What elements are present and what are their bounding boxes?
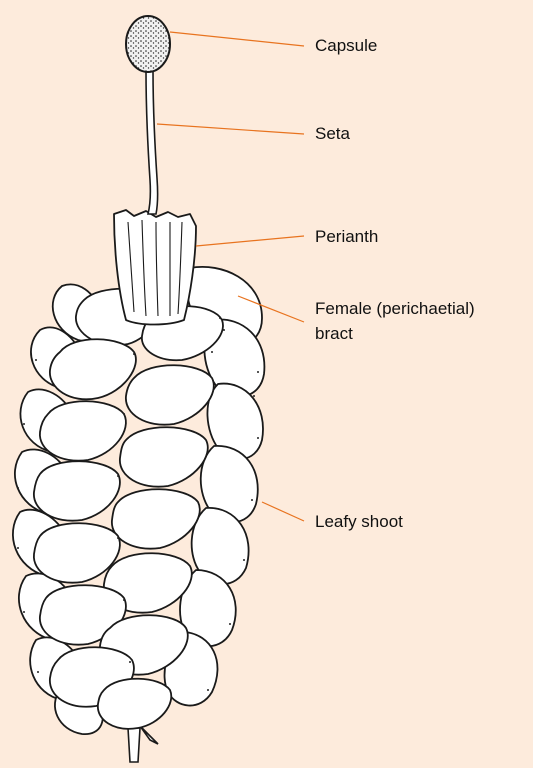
leaf [112, 489, 200, 548]
leader-line-leafy-shoot [262, 502, 304, 521]
label-leafy-shoot: Leafy shoot [315, 509, 403, 534]
leaf [34, 461, 120, 520]
leader-line-capsule [170, 32, 304, 46]
label-female-bract: Female (perichaetial) bract [315, 296, 475, 346]
leader-line-seta [157, 124, 304, 134]
label-capsule: Capsule [315, 33, 377, 58]
label-female-bract-line1: Female (perichaetial) [315, 296, 475, 321]
stem-base [128, 726, 158, 762]
leaf [50, 339, 136, 399]
leaf [126, 365, 214, 424]
leaf [120, 427, 208, 486]
capsule [126, 16, 170, 72]
leader-line-perianth [196, 236, 304, 246]
label-perianth: Perianth [315, 224, 378, 249]
leaf [40, 401, 126, 460]
leafy-shoot [13, 267, 265, 734]
label-seta: Seta [315, 121, 350, 146]
perianth [114, 210, 196, 325]
leaf [98, 679, 171, 729]
label-female-bract-line2: bract [315, 321, 475, 346]
seta [146, 70, 158, 214]
